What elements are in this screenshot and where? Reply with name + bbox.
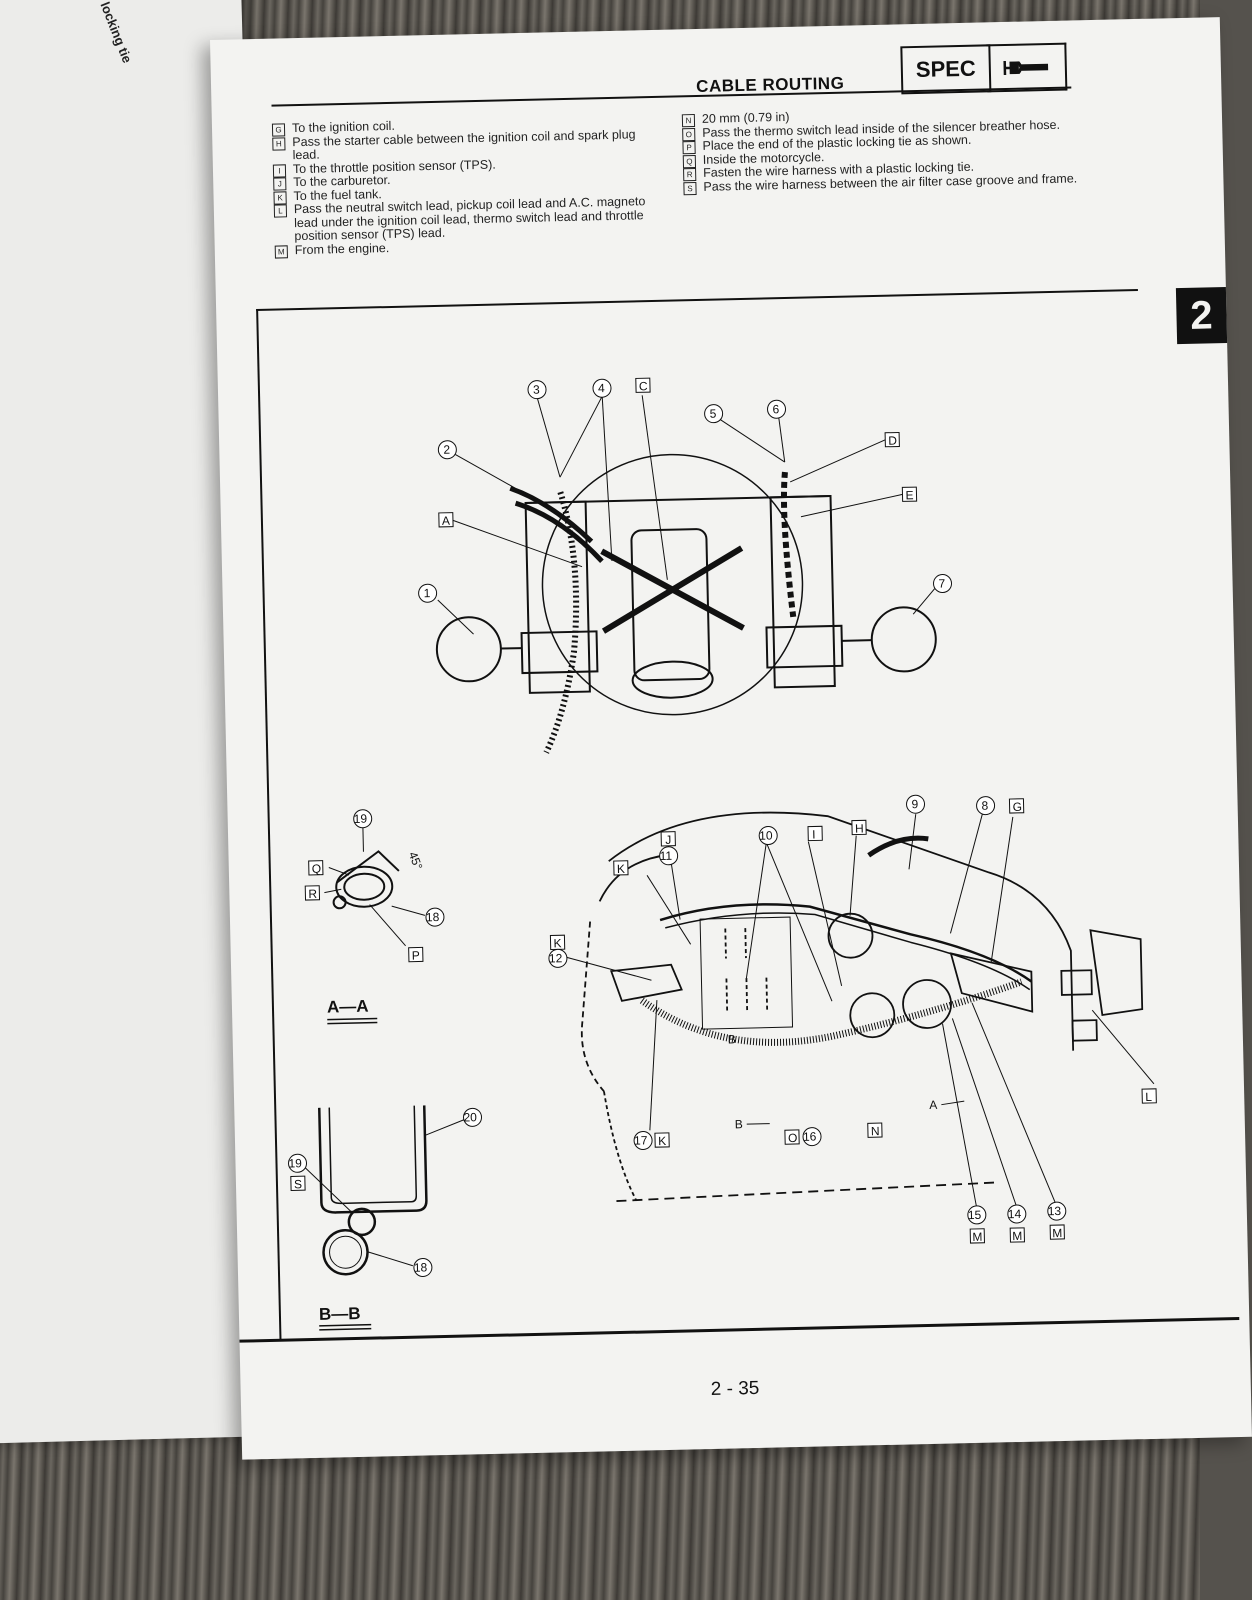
callout-5: 5: [709, 407, 716, 421]
box-a: A: [442, 514, 450, 528]
arrow-a: A: [929, 1098, 937, 1112]
box-c: C: [639, 379, 648, 393]
side-view-callouts: 9 8 G H I 10 J 11 K K 12 17 K B: [548, 794, 1157, 1244]
callout-20: 20: [463, 1110, 477, 1124]
callout-1: 1: [423, 586, 430, 600]
box-m2: M: [1012, 1229, 1022, 1243]
chapter-tab: 2: [1175, 287, 1228, 345]
callout-13: 13: [1048, 1204, 1062, 1218]
callout-19b: 19: [288, 1156, 302, 1170]
section-b-b-label: B—B: [319, 1304, 361, 1324]
box-h: H: [855, 821, 864, 835]
box-g: G: [1012, 800, 1022, 814]
callout-7: 7: [938, 576, 945, 590]
side-view: [580, 811, 1144, 1202]
top-view-callouts: 1 2 3 4 C 5 6 D E A 7: [418, 377, 953, 603]
callout-4: 4: [598, 381, 605, 395]
callout-9: 9: [911, 797, 918, 811]
callout-19: 19: [354, 812, 368, 826]
box-m3: M: [1052, 1226, 1062, 1240]
callout-18b: 18: [414, 1260, 428, 1274]
box-d: D: [888, 434, 897, 448]
wrench-icon: [1003, 60, 1049, 76]
box-k1: K: [617, 862, 625, 876]
callout-8: 8: [981, 799, 988, 813]
callout-11: 11: [659, 849, 672, 863]
header-rule: [271, 86, 1072, 107]
callout-10: 10: [759, 828, 773, 842]
box-k3: K: [658, 1134, 666, 1148]
callout-6: 6: [772, 402, 779, 416]
section-b-b: 20 19 S 18 B—B: [288, 1105, 483, 1331]
box-n: N: [871, 1124, 880, 1138]
box-q: Q: [312, 862, 322, 876]
box-m1: M: [972, 1230, 982, 1244]
box-e: E: [905, 488, 913, 502]
box-s: S: [294, 1177, 302, 1191]
left-page-fragment: locking tie: [97, 0, 135, 66]
page-number: 2 - 35: [710, 1377, 760, 1400]
wrench-icon-box: [986, 42, 1068, 93]
box-p: P: [412, 948, 420, 962]
box-r: R: [308, 887, 317, 901]
callout-16: 16: [803, 1130, 817, 1144]
callout-3: 3: [533, 383, 540, 397]
angle-label: 45°: [406, 850, 426, 872]
box-i: I: [812, 827, 816, 841]
callout-15: 15: [968, 1208, 982, 1222]
spec-badge: SPEC: [900, 44, 992, 95]
side-view-leaders: [565, 812, 1155, 1208]
box-j: J: [665, 833, 671, 847]
arrow-b-2: B: [728, 1032, 736, 1046]
box-l: L: [1145, 1090, 1152, 1104]
cable-routing-diagram: 1 2 3 4 C 5 6 D E A 7: [288, 377, 1157, 1331]
section-a-a: 19 45° 18 Q R P A—A: [304, 809, 445, 1025]
callout-12: 12: [549, 951, 563, 965]
callout-18: 18: [426, 910, 440, 924]
section-a-a-label: A—A: [327, 997, 369, 1017]
callout-2: 2: [443, 443, 450, 457]
callout-14: 14: [1008, 1207, 1022, 1221]
callout-17: 17: [634, 1133, 648, 1147]
top-view-leaders: [437, 395, 936, 635]
top-view: [435, 453, 937, 754]
box-k2: K: [553, 936, 561, 950]
box-o: O: [788, 1131, 798, 1145]
arrow-b-1: B: [735, 1117, 743, 1131]
